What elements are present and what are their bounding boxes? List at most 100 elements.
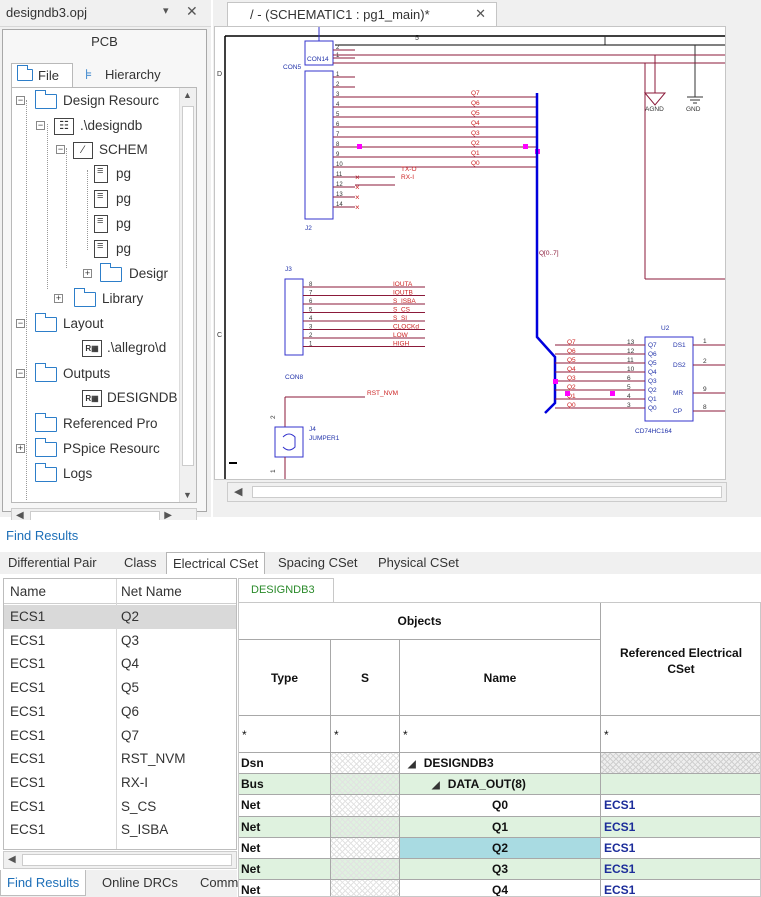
j4-ref: J4: [309, 426, 316, 433]
page-icon: [94, 165, 108, 183]
column-divider[interactable]: [116, 579, 117, 849]
cell-type[interactable]: Bus: [239, 774, 331, 796]
cell-type[interactable]: Net: [239, 880, 331, 896]
collapse-triangle-icon[interactable]: ◢: [432, 780, 440, 792]
tab-differential-pair[interactable]: Differential Pair: [8, 555, 97, 570]
scroll-left-icon[interactable]: ◀: [16, 510, 24, 521]
cell-type[interactable]: Dsn: [239, 753, 331, 775]
folder-icon: [34, 363, 57, 382]
collapse-icon[interactable]: −: [36, 120, 45, 130]
cell-type[interactable]: Net: [239, 837, 331, 859]
tree-item-label: Referenced Pro: [63, 416, 158, 431]
j2-pin-number: 6: [336, 122, 340, 128]
j2-net-label: Q0: [471, 160, 480, 167]
column-header-name[interactable]: Name: [10, 584, 47, 599]
results-grid-header: Name Net Name: [4, 579, 236, 604]
scroll-left-icon[interactable]: ◀: [234, 486, 243, 498]
cell-name[interactable]: Q0: [400, 795, 601, 817]
u2-pin-number: 8: [703, 404, 707, 411]
constraint-worksheet[interactable]: Objects Referenced Electrical CSet Type …: [238, 602, 761, 897]
tab-file[interactable]: File: [11, 63, 73, 87]
scroll-thumb[interactable]: [22, 854, 232, 866]
filter-s[interactable]: *: [331, 716, 400, 753]
schematic-horizontal-scrollbar[interactable]: ◀: [227, 482, 727, 502]
results-horizontal-scrollbar[interactable]: ◀: [3, 851, 237, 869]
cell-referenced-cset[interactable]: ECS1: [601, 880, 760, 896]
cell-referenced-cset[interactable]: ECS1: [601, 795, 760, 817]
j2-pin-number: 5: [336, 112, 340, 118]
tree-item-label: DESIGNDB: [107, 390, 178, 405]
scroll-up-icon[interactable]: ▲: [183, 90, 192, 100]
cell-name[interactable]: ◢DESIGNDB3: [400, 753, 601, 775]
expand-icon[interactable]: +: [16, 443, 25, 453]
scroll-left-icon[interactable]: ◀: [8, 854, 16, 865]
cell-referenced-cset[interactable]: ECS1: [601, 859, 760, 881]
cell-name[interactable]: ◢DATA_OUT(8): [400, 774, 601, 796]
page-icon: [94, 190, 108, 208]
scroll-thumb[interactable]: [182, 106, 194, 466]
cell-referenced-cset[interactable]: [601, 753, 760, 775]
cell-type[interactable]: Net: [239, 795, 331, 817]
cell-referenced-cset[interactable]: ECS1: [601, 837, 760, 859]
cell-type[interactable]: Net: [239, 816, 331, 838]
worksheet-tab-designdb3[interactable]: DESIGNDB3: [238, 578, 334, 602]
close-tab-icon[interactable]: ✕: [475, 6, 486, 21]
tree-guide: [66, 148, 67, 268]
folder-icon: [34, 463, 57, 482]
header-s: S: [331, 640, 400, 716]
expand-icon[interactable]: +: [83, 268, 92, 278]
filter-type[interactable]: *: [239, 716, 331, 753]
tab-comm[interactable]: Comm: [200, 875, 239, 890]
j2-body: [304, 70, 334, 220]
scroll-right-icon[interactable]: ▶: [164, 510, 172, 521]
tab-physical-cset[interactable]: Physical CSet: [378, 555, 459, 570]
expand-icon[interactable]: +: [54, 293, 63, 303]
tab-spacing-cset[interactable]: Spacing CSet: [278, 555, 358, 570]
collapse-icon[interactable]: −: [16, 368, 25, 378]
collapse-icon[interactable]: −: [56, 144, 65, 154]
selection-marker: [565, 391, 570, 396]
tab-online-drcs[interactable]: Online DRCs: [102, 875, 178, 890]
pcb-label: PCB: [91, 34, 118, 49]
scroll-down-icon[interactable]: ▼: [183, 490, 192, 500]
tab-class[interactable]: Class: [124, 555, 157, 570]
project-tree[interactable]: − Design Resourc − ☷ .\designdb − ⁄ SCHE…: [11, 87, 197, 503]
tree-item-label: Design Resourc: [63, 93, 160, 108]
panel-menu-icon[interactable]: ▾: [163, 5, 169, 17]
schematic-document-tab[interactable]: / - (SCHEMATIC1 : pg1_main)* ✕: [227, 2, 497, 26]
scroll-thumb[interactable]: [252, 486, 722, 498]
cell-name[interactable]: Q2: [400, 837, 601, 859]
tab-electrical-cset[interactable]: Electrical CSet: [166, 552, 266, 574]
collapse-triangle-icon[interactable]: ◢: [408, 759, 416, 770]
schematic-drawing[interactable]: D C 5 CON14 CON5 J2 21123456789101112131…: [215, 27, 726, 480]
cell-referenced-cset[interactable]: ECS1: [601, 816, 760, 838]
cell-name[interactable]: Q3: [400, 859, 601, 881]
cell-name[interactable]: Q1: [400, 816, 601, 838]
rst-nvm-label: RST_NVM: [367, 390, 398, 397]
filter-name[interactable]: *: [400, 716, 601, 753]
tree-vertical-scrollbar[interactable]: ▲ ▼: [179, 88, 196, 502]
cell-referenced-cset[interactable]: [601, 774, 760, 796]
collapse-icon[interactable]: −: [16, 95, 25, 105]
cell-type[interactable]: Net: [239, 859, 331, 881]
panel-close-icon[interactable]: ✕: [186, 3, 198, 19]
tab-hierarchy[interactable]: ⊧ Hierarchy: [77, 63, 187, 87]
collapse-icon[interactable]: −: [16, 318, 25, 328]
filter-ref[interactable]: *: [601, 716, 760, 753]
cell-name[interactable]: Q4: [400, 880, 601, 896]
tab-find-results[interactable]: Find Results: [0, 870, 87, 896]
j3-pin-number: 3: [309, 325, 313, 331]
column-header-net-name[interactable]: Net Name: [121, 584, 182, 599]
